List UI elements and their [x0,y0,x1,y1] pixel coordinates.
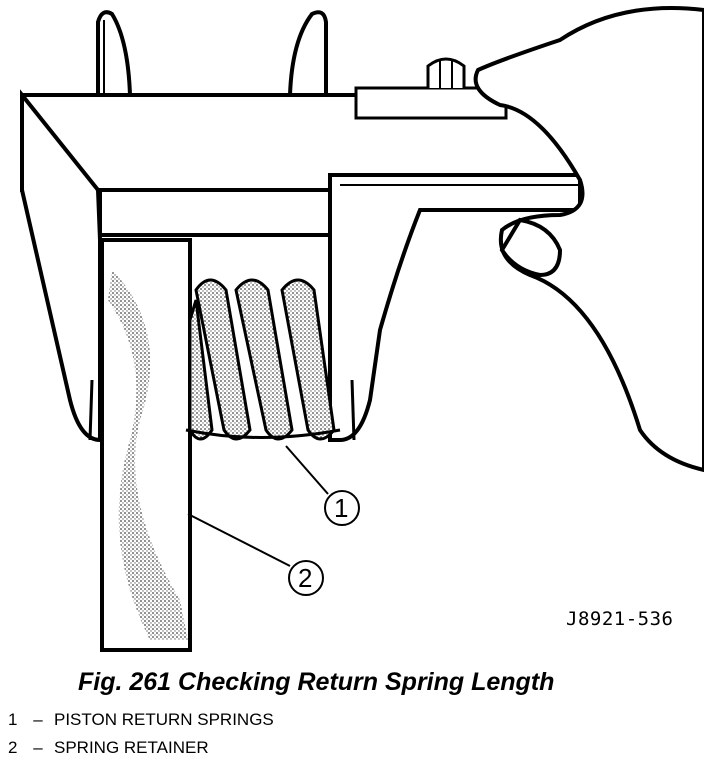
piston-return-spring [188,278,336,441]
callout-circle-1 [324,490,360,526]
legend-text: SPRING RETAINER [54,738,209,757]
callout-number-2: 2 [298,563,313,593]
legend-dash: – [33,738,43,757]
hand [473,6,704,473]
figure-caption: Fig. 261 Checking Return Spring Length [78,668,555,696]
legend-item: 1–PISTON RETURN SPRINGS [8,710,274,730]
callout-circle-2 [288,560,324,596]
caliper-lower-jaws [20,89,582,443]
caliper-spring-illustration: 1 2 J8921-536 [20,6,704,652]
legend-item: 2–SPRING RETAINER [8,738,209,758]
legend-number: 2 [8,738,18,757]
legend-dash: – [33,710,43,729]
line-drawing [20,6,704,652]
leader-line-2 [187,513,291,567]
thumb-screw [426,57,466,88]
leader-line-1 [285,445,329,495]
legend-text: PISTON RETURN SPRINGS [54,710,274,729]
caliper-upper-jaws [96,10,328,97]
callout-number-1: 1 [334,493,349,523]
figure-code: J8921-536 [566,608,674,630]
legend-number: 1 [8,710,18,729]
